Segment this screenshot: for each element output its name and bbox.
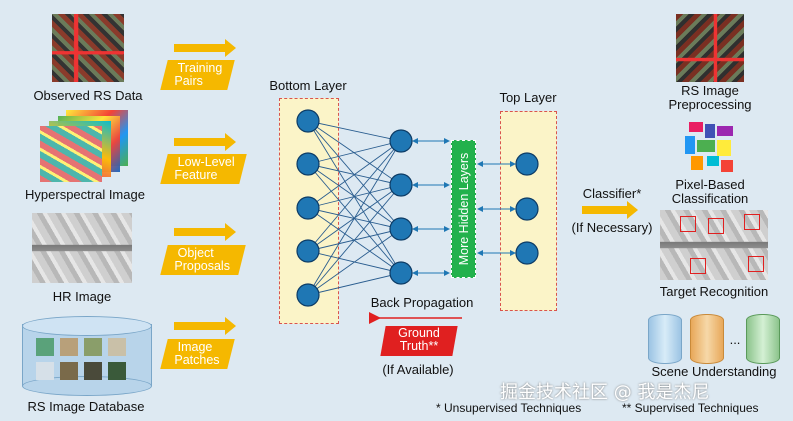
if-available-label: (If Available) bbox=[382, 362, 454, 377]
connection-line bbox=[307, 140, 402, 252]
scene-label: Scene Understanding bbox=[651, 364, 777, 379]
scene-cylinder-2 bbox=[690, 314, 724, 364]
arrow-training bbox=[174, 39, 236, 57]
arrow-patches bbox=[174, 317, 236, 335]
bottom-layer-node bbox=[296, 283, 320, 307]
footnote-unsupervised: * Unsupervised Techniques bbox=[436, 401, 582, 415]
connection-line bbox=[307, 228, 402, 296]
bottom-layer-label: Bottom Layer bbox=[269, 78, 347, 93]
database-cylinder bbox=[22, 314, 152, 396]
arrow-low-level bbox=[174, 133, 236, 151]
hr-label: HR Image bbox=[52, 289, 112, 304]
connection-line bbox=[307, 120, 402, 186]
preprocessing-line2: Preprocessing bbox=[668, 97, 752, 112]
top-layer-label: Top Layer bbox=[499, 90, 557, 105]
bottom-layer-node bbox=[296, 109, 320, 133]
scene-cylinder-1 bbox=[648, 314, 682, 364]
database-label: RS Image Database bbox=[27, 399, 145, 414]
connection-line bbox=[307, 140, 402, 296]
scene-ellipsis: ... bbox=[729, 332, 741, 347]
classifier-label: Classifier* bbox=[582, 186, 642, 201]
target-label: Target Recognition bbox=[659, 284, 769, 299]
observed-rs-image bbox=[52, 14, 124, 82]
connection-line bbox=[307, 120, 402, 142]
arrow-classifier bbox=[582, 201, 638, 219]
preprocessing-image bbox=[676, 14, 744, 82]
hidden-layer-node bbox=[389, 173, 413, 197]
pixel-line1: Pixel-Based bbox=[675, 177, 745, 192]
pixel-line2: Classification bbox=[671, 191, 749, 206]
top-layer-node bbox=[515, 197, 539, 221]
target-recognition-image bbox=[660, 210, 768, 280]
back-propagation-label: Back Propagation bbox=[370, 295, 474, 310]
bottom-layer-node bbox=[296, 196, 320, 220]
footnote-supervised: ** Supervised Techniques bbox=[622, 401, 759, 415]
connection-line bbox=[307, 140, 402, 165]
connection-line bbox=[307, 140, 402, 209]
if-necessary-label: (If Necessary) bbox=[571, 220, 653, 235]
hidden-layers-label: More Hidden Layers bbox=[456, 152, 471, 266]
arrow-object bbox=[174, 223, 236, 241]
connection-line bbox=[307, 272, 402, 296]
top-layer-node bbox=[515, 241, 539, 265]
hyperspectral-cube bbox=[40, 110, 130, 182]
connection-line bbox=[307, 184, 402, 296]
hidden-layer-node bbox=[389, 129, 413, 153]
observed-rs-label: Observed RS Data bbox=[33, 88, 143, 103]
preprocessing-line1: RS Image bbox=[681, 83, 739, 98]
hidden-layers-bar: More Hidden Layers bbox=[451, 140, 476, 278]
top-layer-node bbox=[515, 152, 539, 176]
pixel-classification-map bbox=[683, 120, 739, 176]
watermark: 掘金技术社区 @ 我是杰尼 bbox=[500, 382, 710, 403]
hyperspectral-label: Hyperspectral Image bbox=[25, 187, 145, 202]
scene-cylinder-3 bbox=[746, 314, 780, 364]
hidden-layer-node bbox=[389, 261, 413, 285]
ground-truth-line1: Ground bbox=[398, 326, 440, 340]
bottom-layer-node bbox=[296, 152, 320, 176]
bottom-layer-node bbox=[296, 239, 320, 263]
ground-truth-line2: Truth** bbox=[399, 339, 439, 353]
hr-image bbox=[32, 213, 132, 283]
hidden-layer-node bbox=[389, 217, 413, 241]
